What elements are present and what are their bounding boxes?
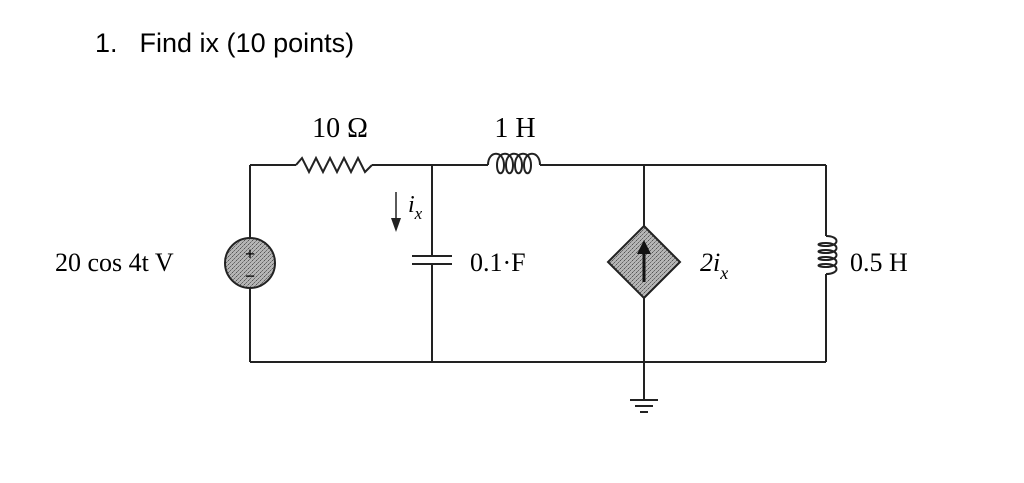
source-minus-sign: − — [245, 266, 255, 286]
question-number: 1. — [95, 28, 118, 58]
voltage-source-label: 20 cos 4t V — [55, 248, 174, 277]
source-plus-sign: + — [245, 244, 255, 264]
question-text: Find ix (10 points) — [139, 28, 355, 58]
inductor-05h-symbol — [817, 235, 838, 275]
current-ix-label: ix — [408, 192, 423, 223]
resistor-label: 10 Ω — [312, 113, 368, 144]
dependent-source-label: 2ix — [700, 248, 728, 283]
inductor-05h-label: 0.5 H — [850, 248, 908, 277]
question-heading: 1. Find ix (10 points) — [95, 28, 354, 59]
capacitor-label: 0.1·F — [470, 248, 526, 277]
voltage-source-symbol — [224, 237, 276, 289]
inductor-1h-label: 1 H — [494, 113, 535, 144]
resistor-symbol — [295, 155, 373, 175]
inductor-1h-symbol — [487, 152, 541, 175]
dependent-source-arrow-head — [637, 240, 651, 254]
current-arrow-head — [391, 218, 401, 232]
